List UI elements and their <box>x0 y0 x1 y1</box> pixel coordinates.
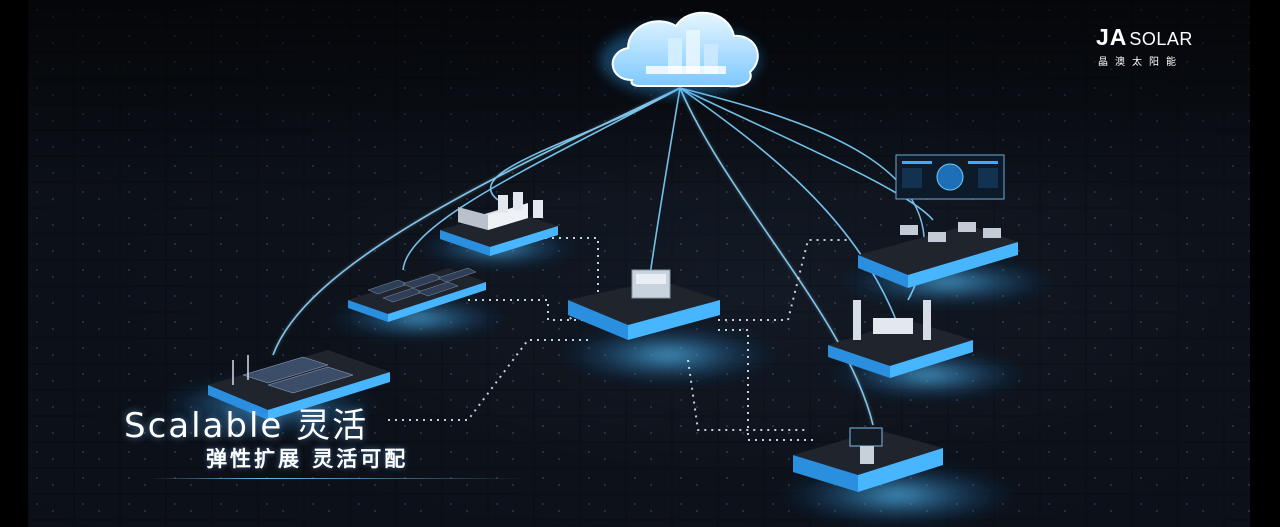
central-platform <box>568 269 720 340</box>
scene-illustration <box>28 0 1250 527</box>
brand-ja: JA <box>1096 24 1128 50</box>
caption-underline <box>148 478 528 479</box>
brand-solar: SOLAR <box>1129 29 1193 49</box>
substation-platform <box>208 350 390 420</box>
caption-main: Scalable 灵活 <box>124 406 369 446</box>
brand-logo: JA SOLAR 晶澳太阳能 <box>1096 24 1226 69</box>
network-scene: Scalable 灵活 弹性扩展 灵活可配 <box>28 0 1250 527</box>
brand-chinese: 晶澳太阳能 <box>1098 57 1183 68</box>
workstation-platform <box>793 427 943 492</box>
caption-sub: 弹性扩展 灵活可配 <box>206 447 409 471</box>
office-platform <box>828 300 973 378</box>
storage-platform <box>440 192 558 256</box>
cloud-icon <box>600 11 760 96</box>
control-room-platform <box>858 154 1018 288</box>
solar-panel-platform <box>348 267 486 322</box>
globe-icon <box>936 163 964 191</box>
